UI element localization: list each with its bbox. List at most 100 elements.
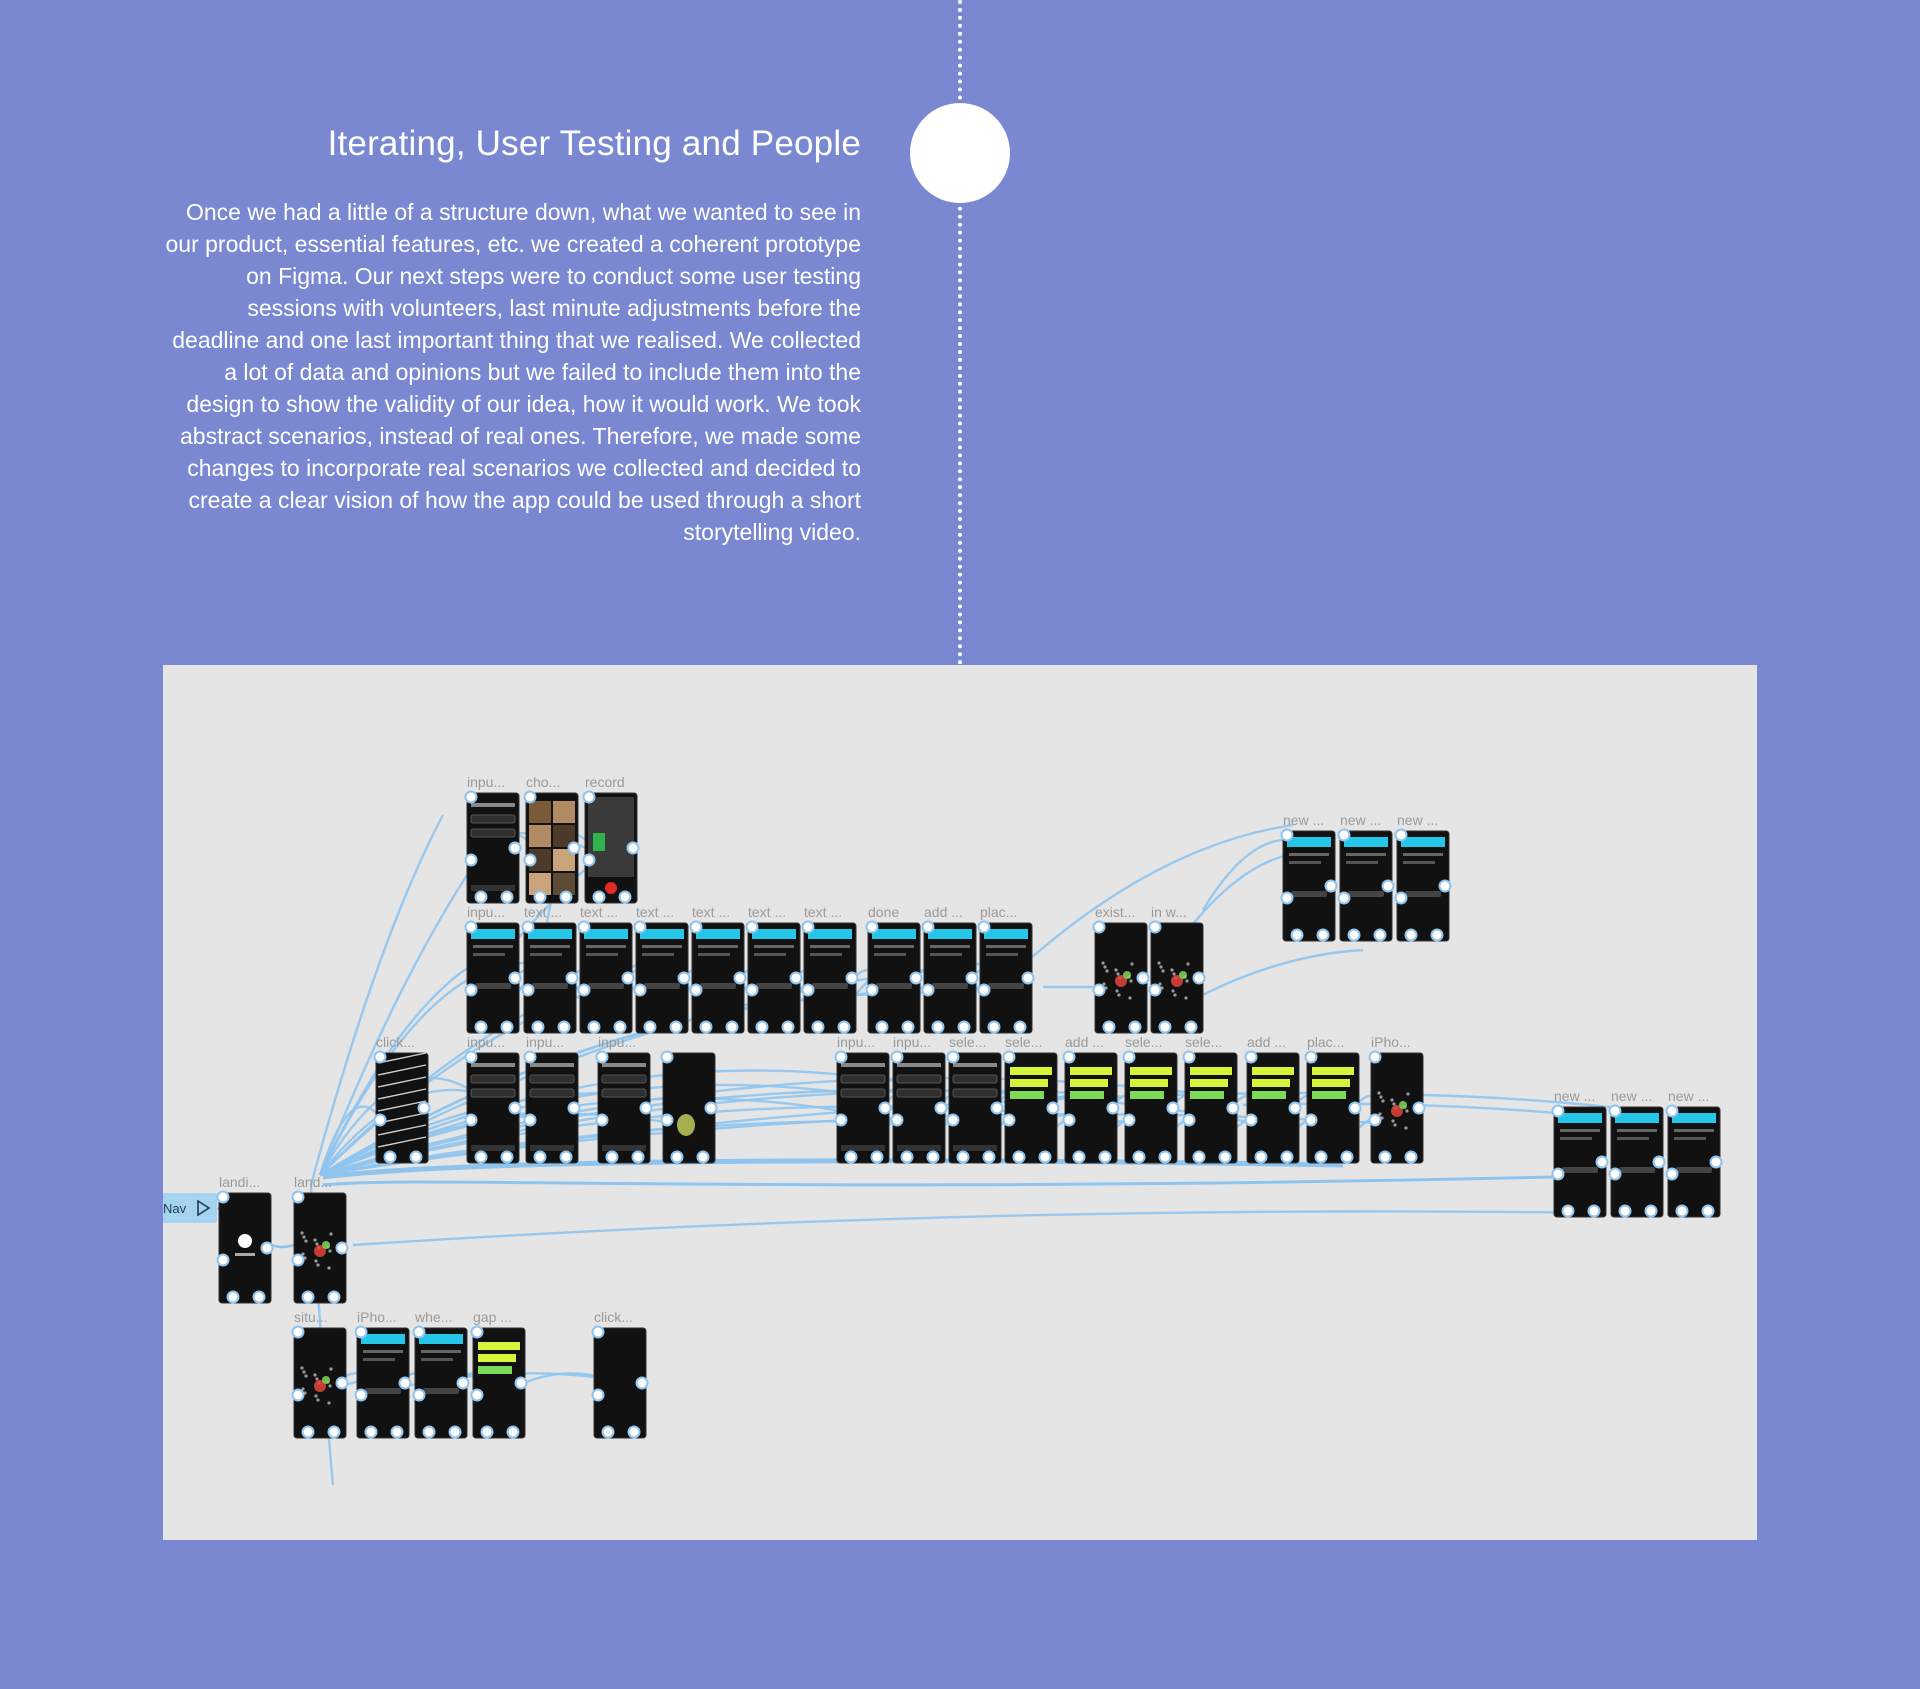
prototype-frame[interactable]: click... — [373, 1034, 431, 1164]
prototype-frame[interactable]: record — [582, 774, 640, 904]
photo-thumbnail — [529, 801, 551, 823]
interaction-hotspot — [1092, 983, 1106, 997]
photo-thumbnail — [553, 825, 575, 847]
prototype-frame[interactable]: new ... — [1665, 1088, 1723, 1218]
exit-sign — [593, 833, 605, 851]
prototype-frame[interactable]: gap ... — [470, 1309, 528, 1439]
stripe-line — [377, 1076, 427, 1088]
frame-label: plac... — [1307, 1034, 1344, 1050]
prototype-frame[interactable]: text ... — [801, 904, 859, 1034]
map-dot — [1186, 962, 1190, 966]
interaction-hotspot — [1675, 1204, 1689, 1218]
frame-label: new ... — [1611, 1088, 1652, 1104]
interaction-hotspot — [412, 1325, 426, 1339]
prototype-frame[interactable]: text ... — [521, 904, 579, 1034]
screen-input — [896, 1088, 942, 1098]
screen-chip — [1070, 1079, 1108, 1087]
frame-label: sele... — [1185, 1034, 1222, 1050]
prototype-connector-bundle — [322, 1175, 1555, 1187]
prototype-frame[interactable]: inpu... — [595, 1034, 653, 1164]
interaction-hotspot — [500, 1020, 514, 1034]
interaction-hotspot — [755, 1020, 769, 1034]
prototype-frame[interactable]: add ... — [1244, 1034, 1302, 1164]
screen-text-line — [810, 945, 850, 948]
prototype-frame[interactable]: sele... — [1122, 1034, 1180, 1164]
interaction-hotspot — [1128, 1020, 1142, 1034]
interaction-hotspot — [1304, 1050, 1318, 1064]
map-hotspot — [1115, 975, 1127, 987]
prototype-frame[interactable]: click... — [591, 1309, 649, 1439]
prototype-frame[interactable]: landi... — [216, 1174, 274, 1304]
prototype-frame[interactable]: new ... — [1551, 1088, 1609, 1218]
interaction-hotspot — [464, 1050, 478, 1064]
prototype-frame[interactable]: in w... — [1148, 904, 1206, 1034]
prototype-frame[interactable]: text ... — [689, 904, 747, 1034]
interaction-hotspot — [1158, 1020, 1172, 1034]
screen-text-line — [602, 1063, 646, 1067]
screen-header-bar — [696, 929, 740, 939]
prototype-frame[interactable]: exist... — [1092, 904, 1150, 1034]
screen-text-line — [874, 953, 906, 956]
frame-label: new ... — [1668, 1088, 1709, 1104]
interaction-hotspot — [557, 1020, 571, 1034]
map-dot — [1101, 961, 1105, 965]
prototype-frame[interactable]: inpu... — [834, 1034, 892, 1164]
screen-button — [1291, 891, 1327, 897]
prototype-frame[interactable]: new ... — [1394, 812, 1452, 942]
interaction-hotspot — [878, 1101, 892, 1115]
prototype-connector — [319, 1088, 1256, 1177]
interaction-hotspot — [1122, 1050, 1136, 1064]
prototype-frame[interactable]: land... — [291, 1174, 349, 1304]
prototype-frame[interactable]: cho... — [523, 774, 581, 904]
interaction-hotspot — [909, 971, 923, 985]
prototype-frame[interactable]: add ... — [1062, 1034, 1120, 1164]
prototype-frame[interactable]: sele... — [946, 1034, 1004, 1164]
screen-text-line — [473, 945, 513, 948]
flow-start-tab[interactable]: Nav — [163, 1193, 217, 1223]
screen-header-bar — [1672, 1113, 1716, 1123]
prototype-frame[interactable]: done — [865, 904, 923, 1034]
app-logo-icon — [238, 1234, 252, 1248]
prototype-frame[interactable]: text ... — [577, 904, 635, 1034]
interaction-hotspot — [1218, 1150, 1232, 1164]
prototype-frame[interactable]: inpu... — [464, 774, 522, 904]
prototype-frame[interactable]: text ... — [745, 904, 803, 1034]
interaction-hotspot — [1304, 1113, 1318, 1127]
prototype-frame[interactable]: plac... — [977, 904, 1035, 1034]
prototype-frame[interactable]: plac... — [1304, 1034, 1362, 1164]
interaction-hotspot — [1665, 1104, 1679, 1118]
screen-text-line — [698, 953, 730, 956]
prototype-frame[interactable]: inpu... — [464, 1034, 522, 1164]
prototype-frame[interactable]: add ... — [921, 904, 979, 1034]
interaction-hotspot — [926, 1150, 940, 1164]
frame-label: text ... — [636, 904, 674, 920]
prototype-frame[interactable]: inpu... — [464, 904, 522, 1034]
frame-label: situ... — [294, 1309, 327, 1325]
prototype-frame[interactable]: inpu... — [523, 1034, 581, 1164]
screen-button — [988, 983, 1024, 989]
screen-header-bar — [1615, 1113, 1659, 1123]
prototype-frame[interactable]: iPho... — [354, 1309, 412, 1439]
map-hotspot — [1123, 971, 1131, 979]
frame-label: click... — [594, 1309, 633, 1325]
interaction-hotspot — [1394, 828, 1408, 842]
interaction-hotspot — [1412, 1101, 1426, 1115]
map-dot — [1116, 972, 1120, 976]
frame-label: whe... — [414, 1309, 452, 1325]
prototype-frame[interactable]: inpu... — [890, 1034, 948, 1164]
prototype-frame[interactable]: text ... — [633, 904, 691, 1034]
interaction-hotspot — [1438, 879, 1452, 893]
prototype-frame[interactable]: new ... — [1280, 812, 1338, 942]
prototype-frame[interactable]: sele... — [1182, 1034, 1240, 1164]
prototype-frame[interactable]: sele... — [1002, 1034, 1060, 1164]
prototype-frame[interactable]: whe... — [412, 1309, 470, 1439]
prototype-frame[interactable]: new ... — [1608, 1088, 1666, 1218]
interaction-hotspot — [464, 920, 478, 934]
prototype-frame[interactable]: new ... — [1337, 812, 1395, 942]
prototype-frame[interactable]: situ... — [291, 1309, 349, 1439]
prototype-frame[interactable]: iPho... — [1368, 1034, 1426, 1164]
prototype-frame[interactable] — [660, 1050, 718, 1164]
map-dot — [314, 1394, 318, 1398]
map-hotspot — [1179, 971, 1187, 979]
